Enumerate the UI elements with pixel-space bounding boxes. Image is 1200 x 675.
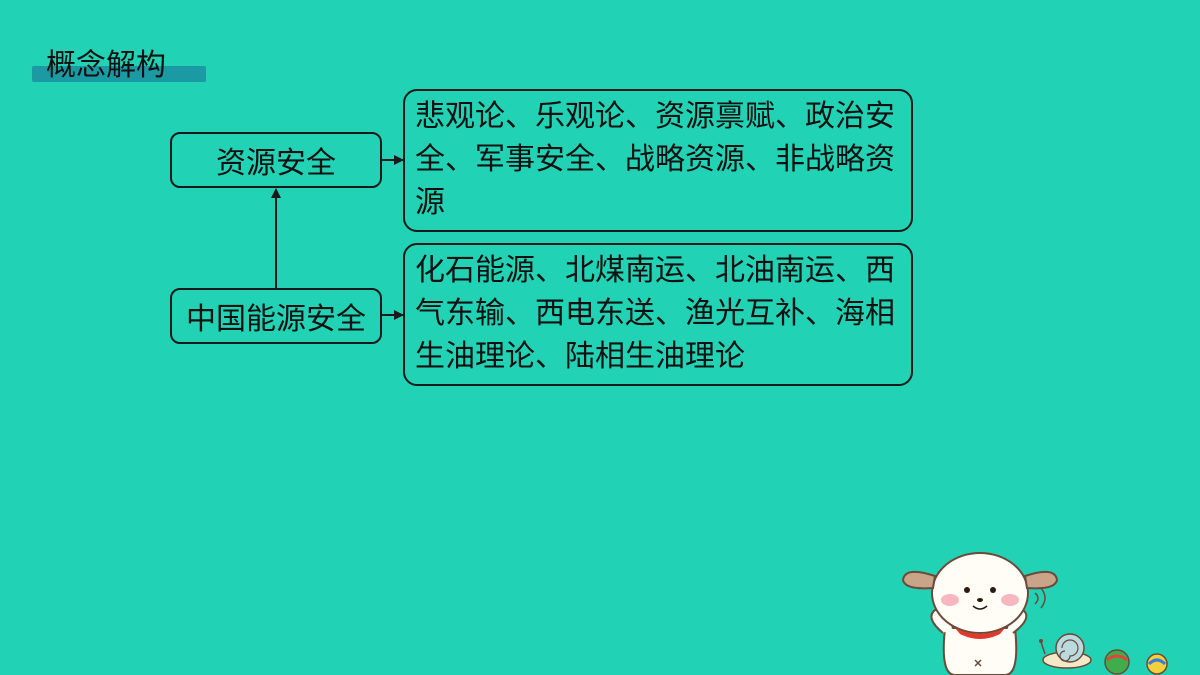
node-resource-security-label: 资源安全 bbox=[216, 146, 336, 181]
detail-resource-security: 悲观论、乐观论、资源禀赋、政治安全、军事安全、战略资源、非战略资源 bbox=[403, 89, 913, 232]
detail-energy-security: 化石能源、北煤南运、北油南运、西气东输、西电东送、渔光互补、海相生油理论、陆相生… bbox=[403, 243, 913, 386]
node-china-energy-security-label: 中国能源安全 bbox=[186, 302, 366, 337]
puppy-mascot-illustration bbox=[901, 552, 1168, 675]
node-resource-security: 资源安全 bbox=[170, 132, 382, 188]
title-text: 概念解构 bbox=[46, 48, 166, 83]
title-underline-bar bbox=[32, 66, 206, 82]
detail-resource-security-text: 悲观论、乐观论、资源禀赋、政治安全、军事安全、战略资源、非战略资源 bbox=[415, 99, 895, 220]
detail-energy-security-text: 化石能源、北煤南运、北油南运、西气东输、西电东送、渔光互补、海相生油理论、陆相生… bbox=[415, 253, 895, 374]
section-title: 概念解构 bbox=[32, 46, 208, 86]
node-china-energy-security: 中国能源安全 bbox=[170, 288, 382, 344]
